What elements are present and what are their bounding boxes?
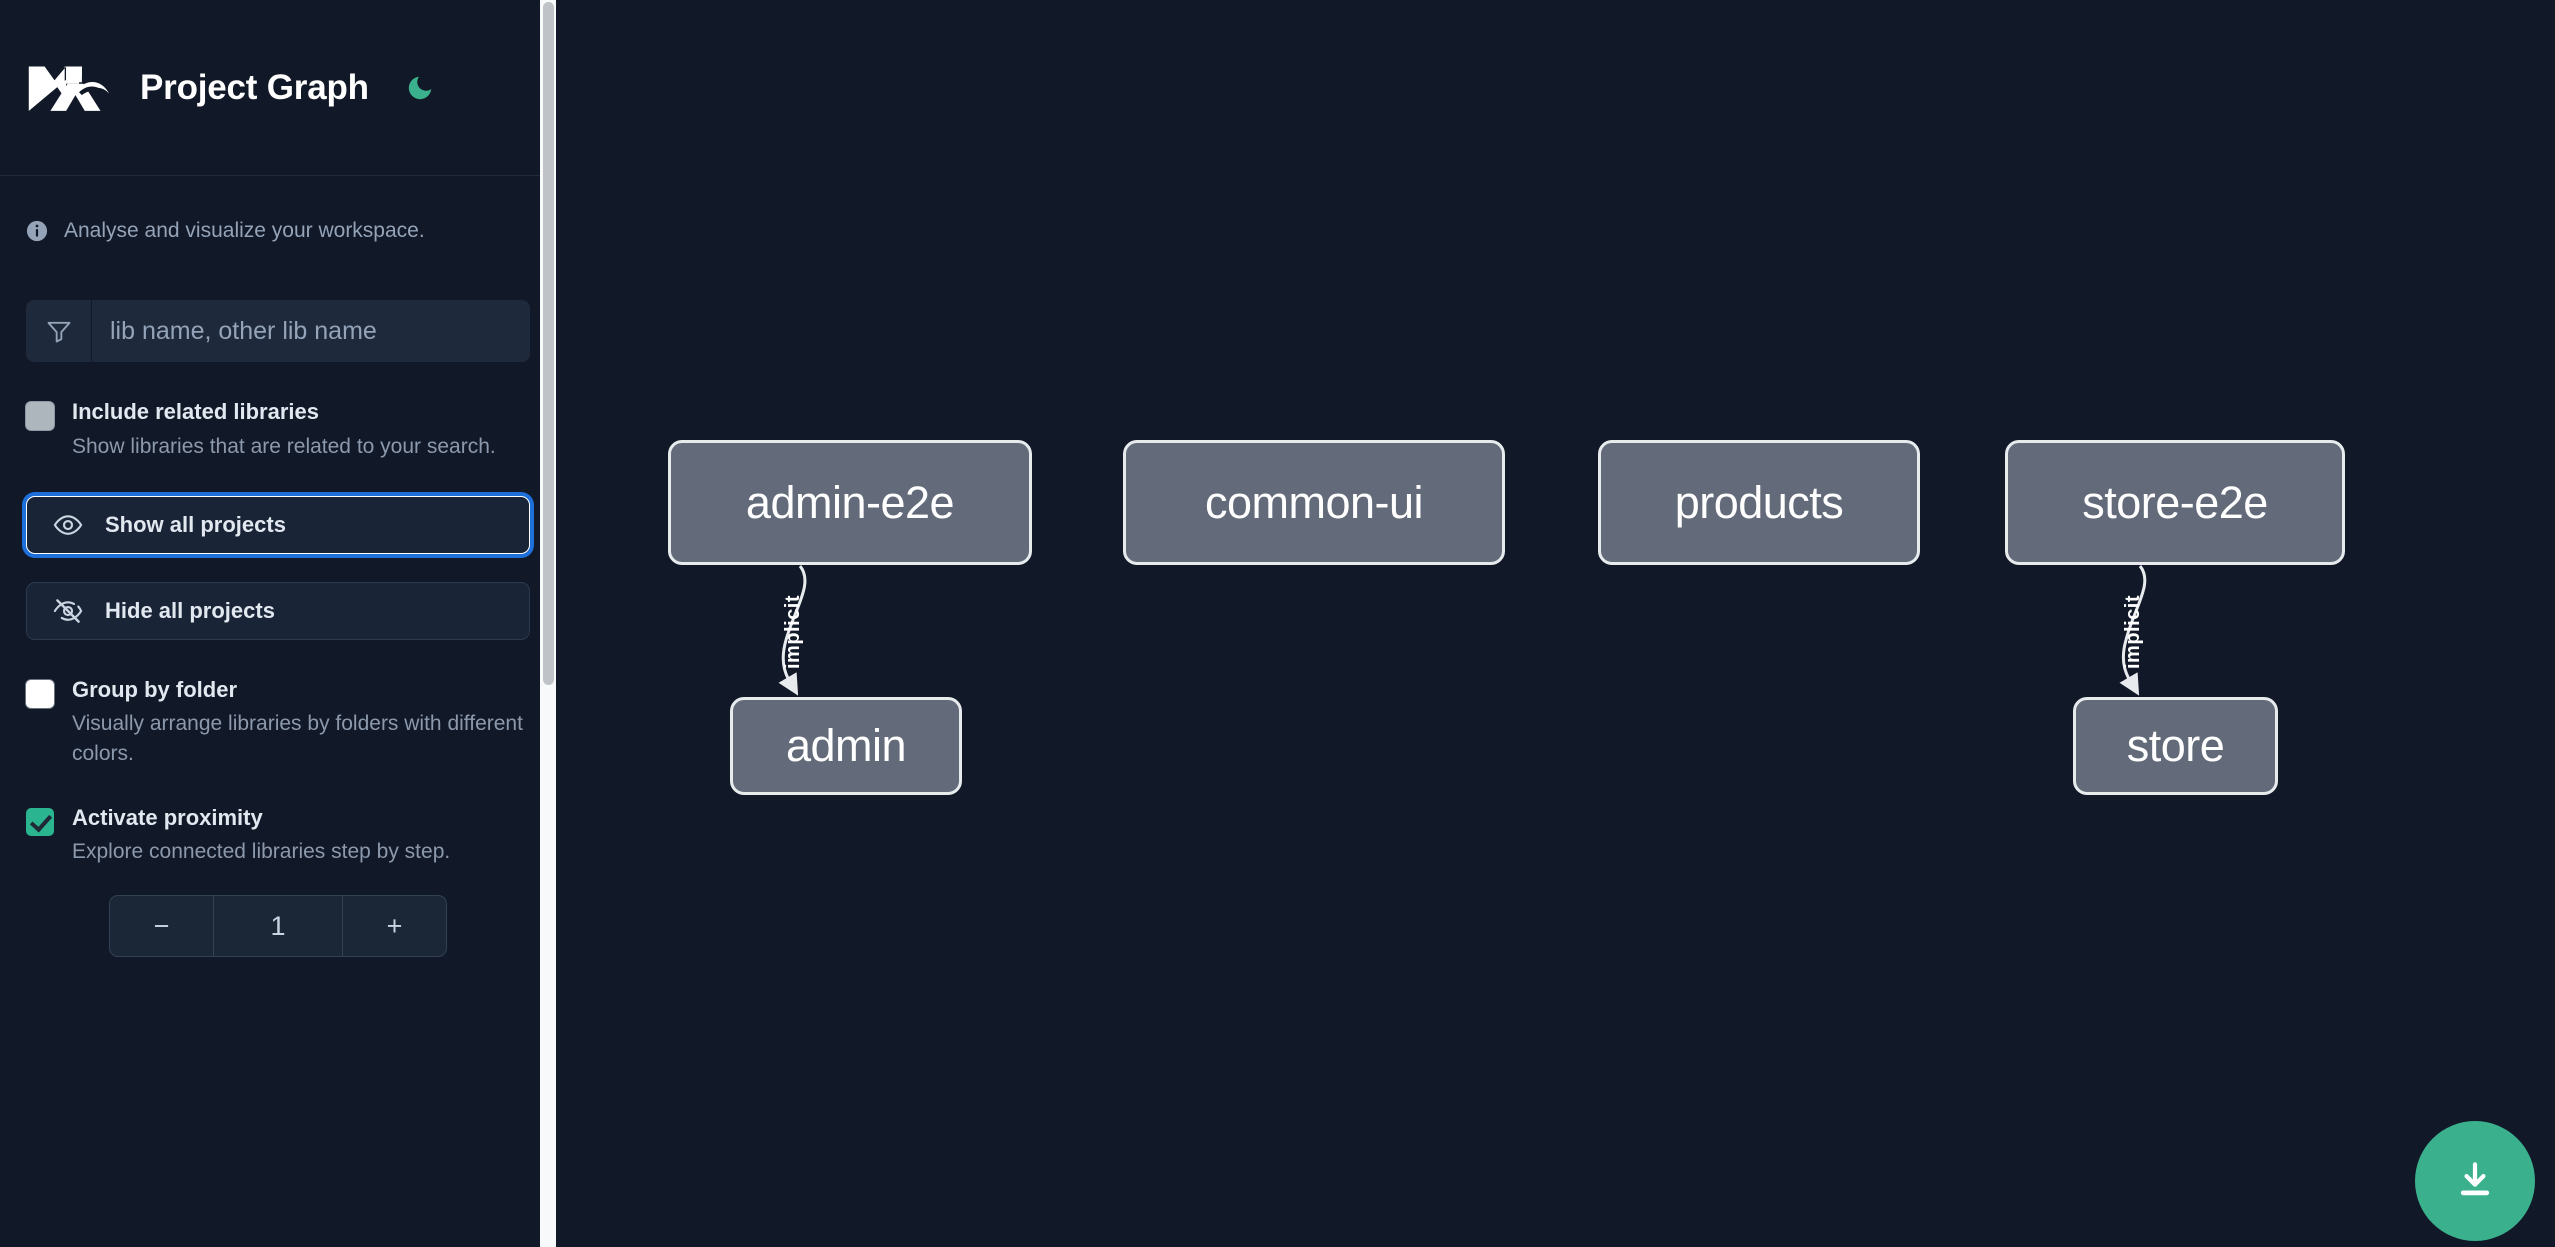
option-group-by-folder: Group by folder Visually arrange librari… bbox=[26, 676, 530, 770]
eye-icon bbox=[53, 510, 83, 540]
include-related-libraries-checkbox[interactable] bbox=[26, 402, 54, 430]
graph-node-label: admin bbox=[785, 720, 907, 771]
download-graph-button[interactable] bbox=[2415, 1121, 2535, 1241]
activate-proximity-checkbox[interactable] bbox=[26, 807, 54, 836]
moon-icon[interactable] bbox=[399, 67, 441, 109]
hide-all-projects-label: Hide all projects bbox=[105, 597, 275, 623]
filter-box bbox=[26, 300, 530, 362]
include-related-libraries-text: Include related libraries Show libraries… bbox=[72, 398, 530, 462]
graph-node-common-ui[interactable]: common-ui bbox=[1123, 440, 1505, 565]
option-description: Explore connected libraries step by step… bbox=[72, 840, 451, 864]
nx-logo-icon bbox=[26, 62, 112, 114]
proximity-increment-button[interactable]: + bbox=[342, 896, 446, 957]
funnel-icon bbox=[26, 300, 92, 362]
option-label: Include related libraries bbox=[72, 399, 319, 424]
option-include-related-libraries: Include related libraries Show libraries… bbox=[26, 398, 530, 462]
graph-node-admin[interactable]: admin bbox=[730, 697, 962, 795]
show-all-projects-label: Show all projects bbox=[105, 511, 286, 537]
graph-node-store[interactable]: store bbox=[2073, 697, 2278, 795]
sidebar-scrollbar-thumb[interactable] bbox=[543, 2, 554, 685]
sidebar-header: Project Graph bbox=[0, 0, 556, 176]
option-description: Show libraries that are related to your … bbox=[72, 434, 496, 458]
tagline-text: Analyse and visualize your workspace. bbox=[64, 219, 425, 242]
graph-canvas[interactable]: admin-e2e common-ui products store-e2e admin… bbox=[556, 0, 2555, 1247]
search-input[interactable] bbox=[92, 300, 530, 362]
graph-node-label: common-ui bbox=[1204, 476, 1424, 528]
sidebar-tagline: Analyse and visualize your workspace. bbox=[0, 176, 556, 286]
hide-all-projects-button[interactable]: Hide all projects bbox=[26, 581, 530, 640]
option-description: Visually arrange libraries by folders wi… bbox=[72, 712, 523, 766]
graph-node-store-e2e[interactable]: store-e2e bbox=[2005, 440, 2345, 565]
graph-edge-label: implicit bbox=[782, 595, 804, 670]
graph-edges-layer bbox=[778, 565, 2147, 696]
graph-node-label: store-e2e bbox=[2082, 476, 2268, 528]
graph-edge-label: implicit bbox=[2122, 595, 2144, 670]
download-icon bbox=[2453, 1158, 2497, 1205]
eye-off-icon bbox=[53, 596, 83, 626]
info-icon bbox=[26, 220, 48, 242]
option-label: Activate proximity bbox=[72, 804, 263, 830]
proximity-value: 1 bbox=[270, 910, 286, 941]
sidebar-body: Include related libraries Show libraries… bbox=[0, 300, 556, 958]
sidebar: Project Graph Analyse and visualize your… bbox=[0, 0, 556, 1247]
graph-node-label: products bbox=[1674, 476, 1844, 528]
page-title: Project Graph bbox=[140, 67, 369, 107]
option-label: Group by folder bbox=[72, 676, 237, 702]
proximity-decrement-button[interactable]: − bbox=[110, 896, 214, 957]
graph-node-label: admin-e2e bbox=[745, 476, 955, 528]
show-all-projects-button[interactable]: Show all projects bbox=[26, 495, 530, 554]
option-activate-proximity: Activate proximity Explore connected lib… bbox=[26, 804, 530, 868]
graph-node-label: store bbox=[2126, 720, 2225, 771]
sidebar-scrollbar[interactable] bbox=[540, 0, 556, 1247]
group-by-folder-checkbox[interactable] bbox=[26, 679, 54, 708]
proximity-stepper: − 1 + bbox=[109, 895, 447, 958]
activate-proximity-text: Activate proximity Explore connected lib… bbox=[72, 804, 530, 868]
graph-node-admin-e2e[interactable]: admin-e2e bbox=[668, 440, 1032, 565]
graph-node-products[interactable]: products bbox=[1598, 440, 1920, 565]
group-by-folder-text: Group by folder Visually arrange librari… bbox=[72, 676, 530, 770]
